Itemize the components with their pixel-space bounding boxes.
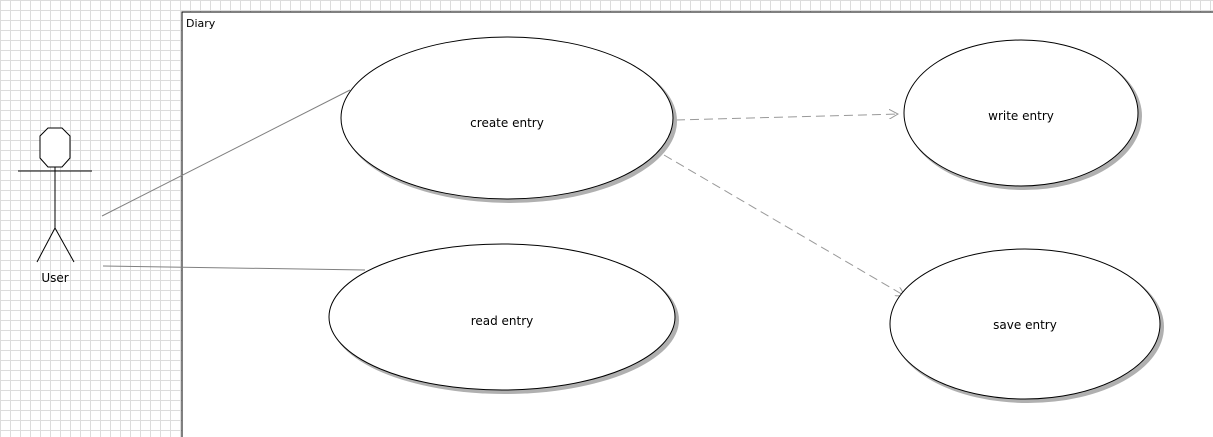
usecase-label-save-entry: save entry [993, 318, 1057, 332]
usecase-label-read-entry: read entry [470, 314, 534, 328]
usecase-save-entry[interactable] [889, 248, 1164, 403]
association-user-read-entry[interactable] [102, 265, 366, 271]
actor-left-leg [36, 227, 56, 263]
dependency-create-to-write[interactable] [675, 114, 898, 121]
dependency-create-to-save[interactable] [663, 154, 905, 296]
usecase-label-write-entry: write entry [988, 109, 1054, 123]
actor-head [39, 127, 71, 168]
usecase-write-entry[interactable] [903, 39, 1142, 190]
usecase-label-create-entry: create entry [470, 116, 544, 130]
actor-user[interactable] [18, 127, 92, 263]
usecase-read-entry[interactable] [328, 243, 679, 394]
association-user-create-entry[interactable] [101, 89, 351, 217]
actor-right-leg [54, 227, 75, 263]
usecase-create-entry[interactable] [340, 36, 677, 203]
actor-label: User [41, 271, 69, 285]
system-boundary-title: Diary [186, 17, 216, 30]
